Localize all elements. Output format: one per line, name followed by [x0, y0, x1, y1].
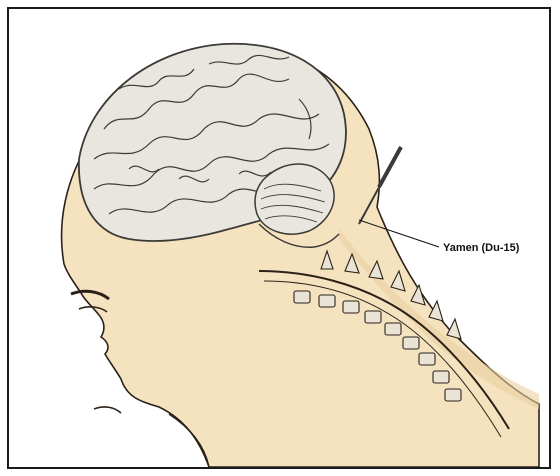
brain [79, 44, 346, 247]
head-anatomy-illustration [9, 9, 551, 469]
acupoint-label: Yamen (Du-15) [443, 242, 519, 254]
figure-frame: Yamen (Du-15) [7, 7, 551, 469]
